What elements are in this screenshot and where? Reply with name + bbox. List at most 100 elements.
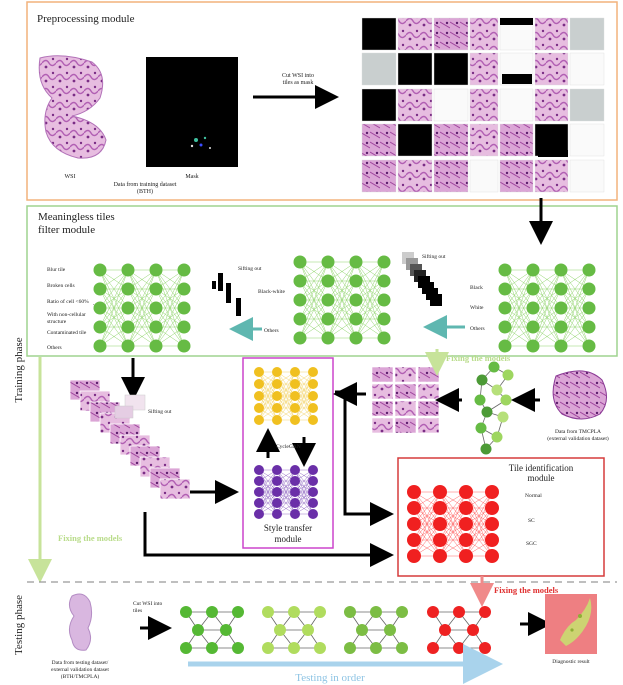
diagnostic-result-image (545, 594, 597, 654)
tile (361, 17, 397, 51)
class-others: Others (47, 345, 62, 351)
net-edge (99, 307, 129, 347)
graph-node (180, 606, 192, 618)
graph-node (488, 361, 500, 373)
graph-node (481, 406, 493, 418)
svg-text:Black: Black (470, 285, 483, 291)
svg-text:Normal: Normal (525, 493, 542, 499)
net-node (349, 331, 363, 345)
tile (394, 383, 417, 400)
net-node (177, 339, 191, 353)
graph-node (314, 606, 326, 618)
net-edge (294, 383, 314, 421)
mask-label: Mask (185, 174, 198, 180)
testing-source-3: (BTH/TMCPLA) (61, 673, 100, 680)
red-network (407, 485, 499, 563)
svg-text:White: White (470, 305, 484, 311)
style-transfer-module-box (242, 357, 334, 549)
net-node (485, 485, 499, 499)
testing-network-1 (180, 606, 244, 654)
graph-node (500, 394, 512, 406)
training-source-line2: (BTH) (137, 188, 153, 195)
net-edge (465, 507, 493, 557)
tile (433, 159, 469, 193)
net-node (485, 517, 499, 531)
net-node (377, 293, 391, 307)
net-node (177, 320, 191, 334)
net-node (254, 415, 264, 425)
tile-identification-module-box (397, 457, 605, 577)
net-edge (127, 269, 157, 328)
net-edge (294, 480, 314, 515)
net-node (485, 533, 499, 547)
graph-node (502, 369, 514, 381)
tile (417, 417, 440, 434)
purple-network (254, 465, 318, 519)
fixing-models-left: Fixing the models (58, 533, 123, 543)
graph-node (302, 624, 314, 636)
net-node (254, 498, 264, 508)
graph-node (480, 443, 492, 455)
tile-id-title-1: Tile identification (509, 463, 574, 473)
net-node (272, 509, 282, 519)
tmcpla-label-2: (external validation dataset) (547, 435, 609, 442)
net-edge (155, 269, 185, 328)
net-edge (327, 261, 357, 339)
tile-black-bar (500, 18, 533, 25)
net-node (526, 282, 540, 296)
net-node (254, 465, 264, 475)
net-node (377, 274, 391, 288)
net-node (308, 509, 318, 519)
net-edge (127, 307, 157, 347)
net-node (308, 415, 318, 425)
style-transfer-label-2: module (275, 534, 302, 544)
graph-node (475, 422, 487, 434)
testing-network-3 (344, 606, 408, 654)
net-edge (127, 269, 157, 347)
class-noncellular: With non-cellular (47, 312, 86, 318)
tile-grid (361, 17, 605, 193)
tile (159, 478, 191, 500)
yellow-network (254, 367, 318, 425)
cyclegan-label: CycleGAN (276, 444, 301, 450)
net-node (308, 379, 318, 389)
net-node (177, 301, 191, 315)
net-node (290, 465, 300, 475)
green-chain-network (474, 361, 514, 455)
net-edge (276, 469, 296, 504)
net-edge (504, 269, 534, 347)
fixing-models-red: Fixing the models (494, 585, 559, 595)
net-node (433, 501, 447, 515)
net-node (149, 301, 163, 315)
net-node (121, 301, 135, 315)
tmcpla-wsi (552, 370, 607, 420)
net-edge (99, 269, 129, 328)
net-edge (413, 507, 441, 557)
net-edge (465, 491, 493, 541)
net-edge (258, 480, 278, 515)
graph-node (314, 642, 326, 654)
net-edge (276, 383, 296, 421)
testing-cut-1: Cut WSI into (133, 601, 162, 607)
net-node (321, 255, 335, 269)
net-edge (99, 269, 129, 309)
net-node (582, 320, 596, 334)
net-node (407, 533, 421, 547)
net-node (254, 403, 264, 413)
class-broken: Broken cells (47, 283, 75, 289)
net-edge (532, 269, 562, 309)
net-node (377, 331, 391, 345)
net-edge (258, 469, 278, 504)
tile (371, 383, 394, 400)
net-node (93, 339, 107, 353)
net-edge (327, 280, 357, 339)
class-ratio: Ratio of cell <60% (47, 298, 89, 305)
net-node (121, 282, 135, 296)
net-node (293, 274, 307, 288)
graph-node (453, 606, 465, 618)
net-edge (276, 480, 296, 515)
testing-cut-2: tiles (133, 608, 142, 614)
net-edge (99, 269, 129, 347)
net-node (254, 391, 264, 401)
graph-node (206, 642, 218, 654)
